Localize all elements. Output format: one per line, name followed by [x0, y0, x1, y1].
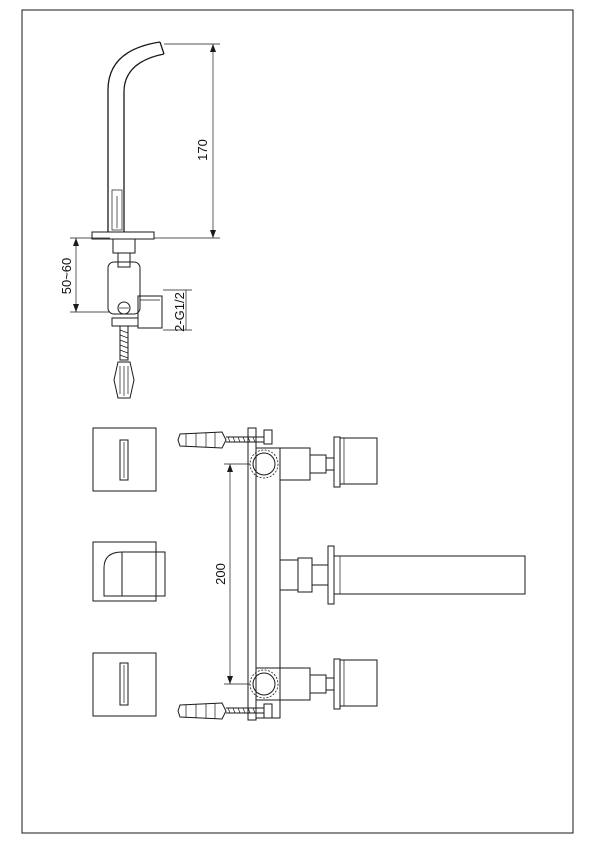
spacing-dimension-label: 200: [213, 563, 228, 585]
front-view: [92, 427, 166, 717]
spout-curve: [107, 41, 161, 232]
faucet-side-view: 170 50~60 2-G1/2: [59, 41, 220, 399]
thread-callout: 2-G1/2: [163, 289, 192, 332]
deck-thickness-dimension: 50~60: [59, 237, 110, 313]
upper-handle: [339, 437, 378, 485]
left-handle-front: [92, 427, 157, 492]
thread-label: 2-G1/2: [172, 292, 187, 332]
right-handle-front: [92, 652, 157, 717]
height-dimension-label: 170: [195, 139, 210, 161]
lower-handle: [339, 659, 378, 707]
spacing-dimension: 200: [213, 463, 250, 685]
top-assembly-view: 200: [177, 427, 526, 721]
sheet-border: [21, 9, 574, 834]
deck-thickness-label: 50~60: [59, 258, 74, 295]
spout-body: [333, 555, 526, 595]
height-dimension: 170: [154, 43, 220, 239]
spout-front: [92, 541, 166, 602]
